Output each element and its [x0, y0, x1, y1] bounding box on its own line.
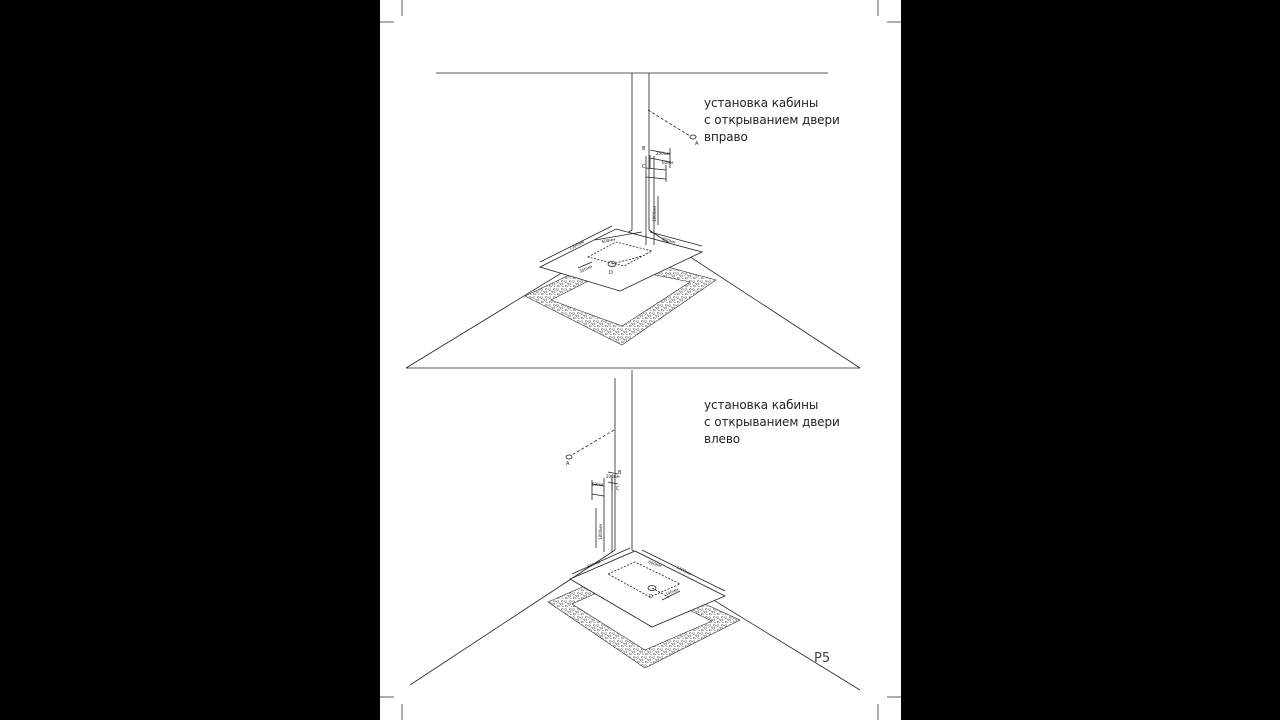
- bottom-label-b: B: [618, 470, 622, 476]
- cabin-footprint: [538, 228, 704, 292]
- document-page: A B C D 200мм 60мм 1800мм 1300мм 800мм 6…: [380, 0, 901, 720]
- caption-door-right: установка кабины с открыванием двери впр…: [704, 95, 894, 146]
- caption-line: установка кабины: [704, 96, 819, 110]
- bottom-dim-600: 600мм: [648, 559, 663, 568]
- caption-line: с открыванием двери: [704, 415, 840, 429]
- bottom-label-c: C: [616, 486, 620, 492]
- crop-marks: [380, 0, 901, 720]
- page-number: P5: [814, 651, 831, 666]
- top-diagram: [405, 72, 861, 369]
- bottom-label-a: A: [566, 461, 570, 467]
- bottom-dim-300: 300мм: [664, 587, 679, 597]
- top-dim-200: 200мм: [656, 151, 670, 156]
- top-label-d: D: [609, 270, 613, 276]
- caption-line: установка кабины: [704, 398, 819, 412]
- bottom-dim-1300: 1300мм: [676, 564, 693, 576]
- caption-line: влево: [704, 432, 741, 446]
- top-dim-300: 300мм: [578, 264, 593, 274]
- top-dim-800: 800мм: [662, 236, 677, 245]
- top-dim-600: 600мм: [601, 237, 615, 244]
- bottom-dim-60: 60мм: [592, 482, 603, 487]
- caption-door-left: установка кабины с открыванием двери вле…: [704, 397, 894, 448]
- installation-drawing: A B C D 200мм 60мм 1800мм 1300мм 800мм 6…: [380, 0, 901, 720]
- top-dim-1300: 1300мм: [568, 239, 585, 251]
- top-dim-1800: 1800мм: [652, 206, 657, 222]
- top-dim-60: 60мм: [662, 160, 673, 165]
- caption-line: с открыванием двери: [704, 113, 840, 127]
- cabin-footprint-bottom: [569, 550, 726, 628]
- bottom-dim-200: 200мм: [606, 474, 620, 479]
- bottom-diagram: [409, 370, 861, 691]
- top-label-a: A: [695, 141, 699, 147]
- bottom-dim-1800: 1800мм: [598, 524, 603, 540]
- top-label-c: C: [642, 164, 646, 170]
- caption-line: вправо: [704, 130, 748, 144]
- bottom-label-d: D: [649, 594, 653, 600]
- bottom-dim-800: 800мм: [587, 559, 602, 569]
- top-label-b: B: [642, 146, 646, 152]
